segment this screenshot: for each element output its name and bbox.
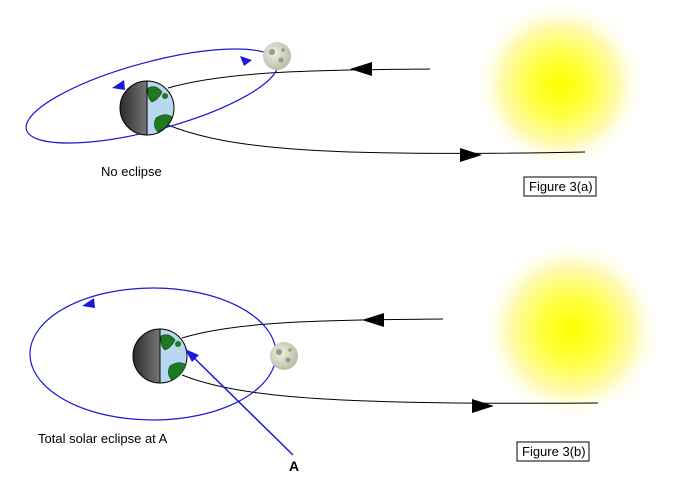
arrow-head-icon [472,399,494,413]
figure-label-box [523,176,597,197]
earth-icon [119,80,175,136]
arrow-head-icon [82,298,95,308]
caption-a: No eclipse [101,164,162,179]
moon-icon [270,342,298,370]
figure-label-b: Figure 3(b) [522,444,586,459]
figure-label-a: Figure 3(a) [529,179,593,194]
sun-ray-incoming [181,318,444,339]
arrow-head-icon [112,80,125,90]
figure-b: A Total solar eclipse at A Figure 3(b) [29,240,662,474]
caption-b: Total solar eclipse at A [38,431,168,446]
sun-ray-outgoing [167,124,586,155]
figure-label-box [516,441,590,462]
arrow-head-icon [350,62,372,76]
arrow-head-icon [362,313,384,327]
arrow-head-icon [460,148,482,162]
sun-ray-outgoing [181,374,599,404]
sun-icon [475,0,645,170]
arrow-head-icon [240,56,252,66]
arrow-head-icon [185,349,199,362]
figure-a: No eclipse Figure 3(a) [25,0,645,197]
sun-icon [482,240,662,420]
moon-icon [263,42,291,70]
point-label-a: A [289,458,299,474]
pointer-line-a [185,349,294,456]
sun-ray-incoming [167,68,431,89]
earth-icon [132,328,188,384]
